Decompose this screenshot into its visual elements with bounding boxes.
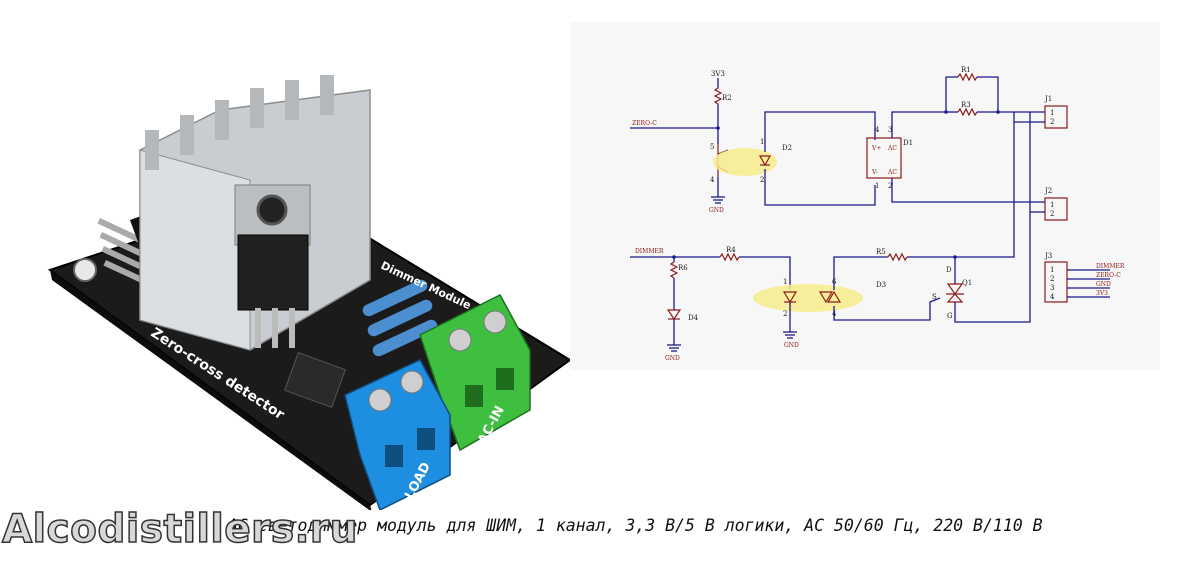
label-gnd-top: GND (709, 207, 724, 214)
pin-d1-2: 2 (888, 182, 892, 190)
j3-net-zero-c: ZERO-C (1096, 272, 1121, 279)
circuit-schematic: 3V3 R2 ZERO-C 5 4 D2 1 2 GND D1 V+ V- AC… (570, 22, 1160, 370)
triac-q1 (946, 283, 964, 296)
resistor-r4 (719, 252, 740, 262)
label-d2: D2 (782, 144, 792, 152)
caption: AC светодиммер модуль для ШИМ, 1 канал, … (228, 516, 1043, 535)
pin-j3-4: 4 (1050, 293, 1055, 301)
label-gnd-left: GND (665, 355, 680, 362)
connector-j3 (1044, 261, 1068, 303)
dimmer-module-photo: Zero-cross detector Dimmer Module AC-IN … (40, 60, 580, 512)
triac-d3 (818, 291, 834, 304)
j3-net-3v3: 3V3 (1096, 290, 1108, 297)
connector-j2 (1044, 197, 1068, 221)
resistor-r5 (887, 252, 908, 262)
pin-d1-vp: V+ (871, 145, 881, 152)
pin-d1-vm: V- (871, 169, 878, 176)
pin-d1-ac1: AC (887, 145, 897, 152)
optocoupler-d3-highlight (753, 284, 863, 312)
bridge-rectifier-d1 (866, 137, 902, 179)
label-d4: D4 (688, 314, 699, 322)
terminal-load: LOAD (344, 359, 451, 512)
resistor-r1 (957, 72, 978, 82)
resistor-r2 (713, 87, 723, 105)
j3-net-gnd: GND (1096, 281, 1111, 288)
label-r4: R4 (726, 246, 736, 254)
label-dimmer-in: DIMMER (635, 248, 664, 255)
label-j1: J1 (1044, 95, 1052, 103)
resistors (362, 279, 438, 357)
watermark: Alcodistillers.ru (1, 506, 358, 553)
resistor-r6 (669, 261, 679, 279)
connector-j1 (1044, 105, 1068, 129)
pin-d2-2: 2 (760, 176, 764, 184)
pin-d2-1: 1 (760, 138, 764, 146)
pin-q1-g: G (947, 312, 953, 320)
j3-net-dimmer: DIMMER (1096, 263, 1125, 270)
pin-d1-4: 4 (875, 126, 880, 134)
pin-j2-2: 2 (1050, 210, 1054, 218)
label-r2: R2 (722, 94, 732, 102)
led-d2 (758, 155, 772, 167)
led-d3 (782, 291, 798, 304)
label-d3: D3 (876, 281, 886, 289)
pin-d3-2: 2 (783, 310, 787, 318)
pin-d3-1: 1 (783, 278, 787, 286)
led-d4 (666, 309, 682, 321)
optocoupler-chip (284, 352, 346, 408)
pin-d1-1: 1 (875, 182, 879, 190)
label-j2: J2 (1044, 187, 1052, 195)
label-d1: D1 (903, 139, 913, 147)
pin-q1-d: D (946, 266, 952, 274)
label-r1: R1 (961, 66, 971, 74)
label-r6: R6 (678, 264, 688, 272)
pin-j3-1: 1 (1050, 266, 1054, 274)
mounting-hole (73, 258, 97, 282)
label-r5: R5 (876, 248, 886, 256)
label-j3: J3 (1044, 252, 1052, 260)
label-zero-c-in: ZERO-C (632, 120, 657, 127)
resistor-r3 (957, 107, 978, 117)
pin-d1-ac2: AC (887, 169, 897, 176)
label-q1: Q1 (962, 279, 972, 287)
triac-component (234, 184, 311, 348)
label-gnd-mid: GND (784, 342, 799, 349)
pin-d1-3: 3 (888, 126, 892, 134)
pin-d2-4: 4 (710, 176, 715, 184)
pin-j2-1: 1 (1050, 201, 1054, 209)
optocoupler-d2-highlight (713, 148, 777, 176)
pin-j3-2: 2 (1050, 275, 1054, 283)
pin-j1-2: 2 (1050, 118, 1054, 126)
label-r3: R3 (961, 101, 971, 109)
pin-j3-3: 3 (1050, 284, 1054, 292)
pin-q1-s: S (932, 293, 937, 301)
pin-d2-5: 5 (710, 143, 714, 151)
pin-j1-1: 1 (1050, 109, 1054, 117)
label-3v3-top: 3V3 (711, 70, 725, 78)
